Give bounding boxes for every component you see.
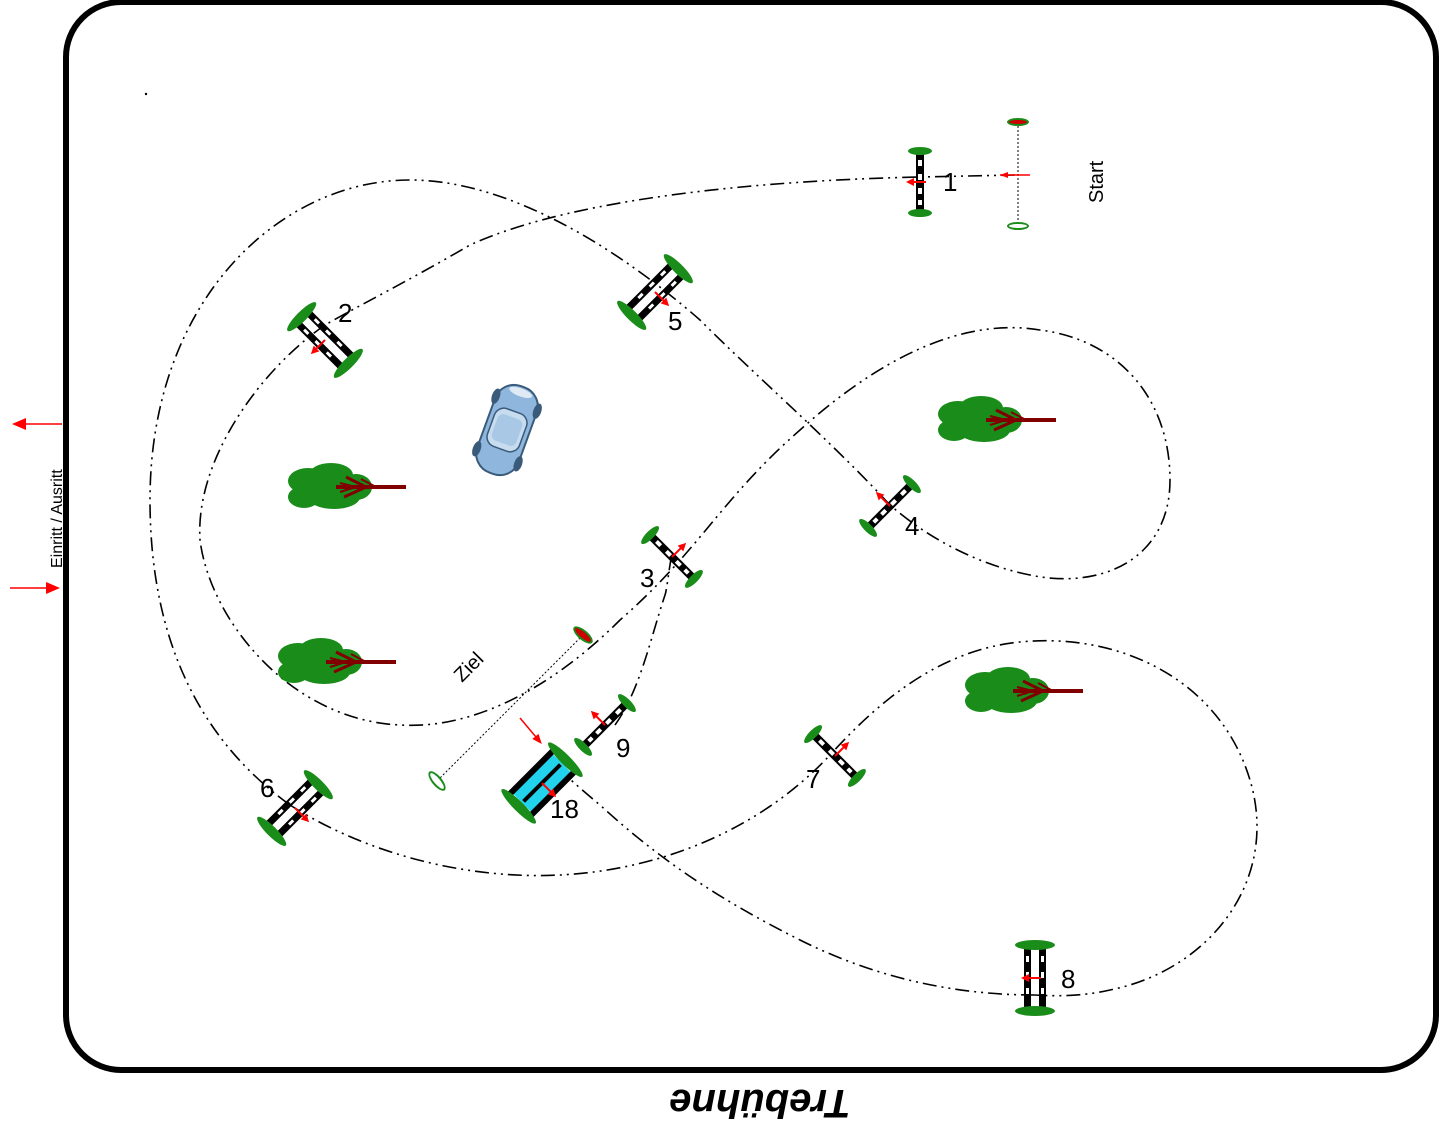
finish-label: Ziel <box>450 648 488 686</box>
tree-icon <box>276 636 398 686</box>
obstacle-7-number: 7 <box>806 764 820 794</box>
obstacle-8 <box>1015 940 1055 1016</box>
obstacle-1-number: 1 <box>943 167 957 197</box>
obstacle-8-number: 8 <box>1061 964 1075 994</box>
obstacle-4-number: 4 <box>905 511 919 541</box>
tree-icon <box>936 394 1058 444</box>
entrance-label: Einritt / Ausritt <box>49 469 66 568</box>
tree-icon <box>286 461 408 511</box>
obstacle-18-number: 18 <box>550 794 579 824</box>
obstacle-2-number: 2 <box>338 298 352 328</box>
obstacle-3-number: 3 <box>640 563 654 593</box>
entrance-arrows <box>10 418 62 594</box>
obstacle-6-number: 6 <box>260 773 274 803</box>
start-label: Start <box>1086 160 1108 203</box>
finish-line <box>428 626 593 791</box>
start-line <box>1000 118 1030 230</box>
stand-label: Trebühne <box>669 1081 851 1125</box>
obstacle-1 <box>905 147 932 217</box>
obstacle-18 <box>501 742 583 824</box>
obstacle-9-number: 9 <box>616 733 630 763</box>
course-path <box>149 174 1258 997</box>
car-icon <box>472 383 542 477</box>
tree-icon <box>963 665 1085 715</box>
arena-boundary <box>63 0 1439 1073</box>
obstacle-2 <box>283 298 367 382</box>
obstacle-5-number: 5 <box>668 306 682 336</box>
obstacle-5 <box>613 250 697 334</box>
